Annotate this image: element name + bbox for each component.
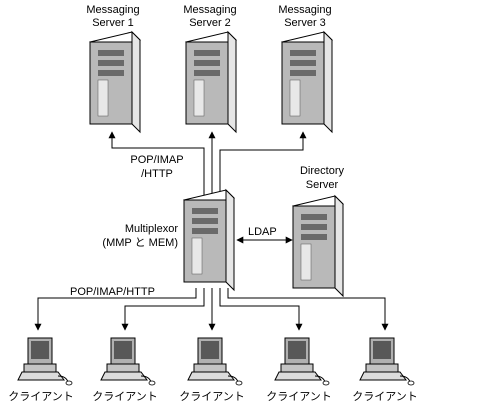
- svg-text:クライアント: クライアント: [92, 390, 158, 403]
- messaging-server-3: Messaging Server 3: [278, 4, 333, 133]
- desktop-computer-icon: [274, 337, 330, 386]
- multiplexor-server: Multiplexor (MMP と MEM): [102, 189, 235, 291]
- upstream-connections: [108, 131, 307, 198]
- svg-text:Messaging: Messaging: [278, 4, 331, 16]
- client-4: クライアント: [266, 337, 332, 403]
- server-icon: [292, 195, 344, 297]
- desktop-computer-icon: [17, 337, 73, 386]
- svg-text:Multiplexor: Multiplexor: [125, 223, 179, 235]
- client-3: クライアント: [179, 337, 245, 403]
- client-5: クライアント: [352, 337, 418, 403]
- lower-protocol-label: POP/IMAP/HTTP: [70, 286, 155, 298]
- svg-text:クライアント: クライアント: [352, 390, 418, 403]
- svg-text:Messaging: Messaging: [183, 4, 236, 16]
- messaging-server-2: Messaging Server 2: [183, 4, 237, 133]
- server-icon: [183, 189, 235, 291]
- svg-text:クライアント: クライアント: [266, 390, 332, 403]
- svg-text:Messaging: Messaging: [86, 4, 139, 16]
- directory-server: Directory Server: [292, 165, 345, 297]
- ldap-label: LDAP: [248, 226, 277, 238]
- server-icon: [281, 31, 333, 133]
- svg-text:クライアント: クライアント: [179, 390, 245, 403]
- svg-text:Server 2: Server 2: [189, 17, 231, 29]
- server-icon: [89, 31, 141, 133]
- upper-protocol-label: /HTTP: [141, 168, 173, 180]
- client-connections: [34, 288, 389, 331]
- client-1: クライアント: [8, 337, 74, 403]
- desktop-computer-icon: [359, 337, 415, 386]
- client-2: クライアント: [92, 337, 158, 403]
- svg-text:Server 3: Server 3: [284, 17, 326, 29]
- desktop-computer-icon: [187, 337, 243, 386]
- server-icon: [185, 31, 237, 133]
- svg-text:クライアント: クライアント: [8, 390, 74, 403]
- svg-text:Directory: Directory: [300, 165, 345, 177]
- svg-text:(MMP と MEM): (MMP と MEM): [102, 236, 178, 249]
- svg-text:Server: Server: [306, 179, 339, 191]
- messaging-server-1: Messaging Server 1: [86, 4, 141, 133]
- svg-text:Server 1: Server 1: [92, 17, 134, 29]
- desktop-computer-icon: [100, 337, 156, 386]
- upper-protocol-label: POP/IMAP: [130, 154, 183, 166]
